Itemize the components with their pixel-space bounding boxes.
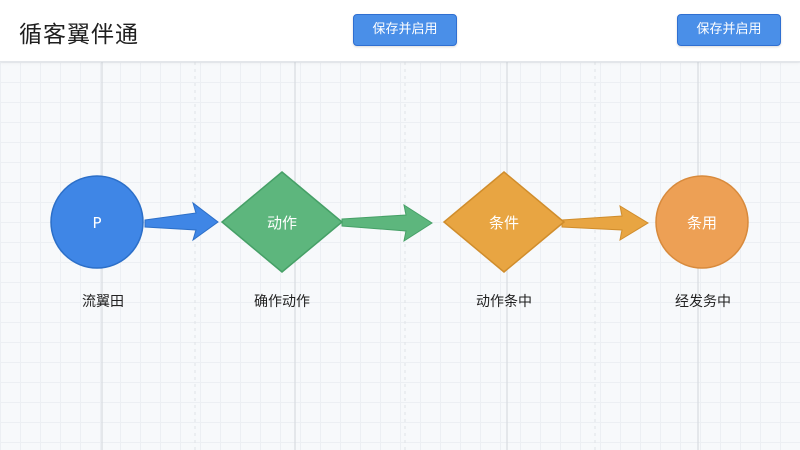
lane-guides — [101, 62, 699, 450]
top-bar: 循客翼伴通 保存并启用 保存并启用 — [0, 0, 800, 62]
action-node-label: 确作动作 — [254, 294, 310, 310]
action-node-text: 动作 — [267, 214, 297, 232]
end-node-label: 经发务中 — [675, 294, 731, 310]
condition-node-label: 动作条中 — [476, 294, 532, 310]
start-node-label: 流翼田 — [82, 294, 124, 310]
flow-canvas[interactable]: P 动作 条件 条用 流翼田 确作动作 动作条中 经发务中 — [0, 62, 800, 450]
app-title: 循客翼伴通 — [19, 22, 139, 48]
condition-node-text: 条件 — [489, 214, 519, 232]
end-node[interactable]: 条用 — [655, 175, 749, 269]
start-node[interactable]: P — [50, 175, 144, 269]
condition-node[interactable]: 条件 — [442, 171, 566, 273]
save-and-enable-button-secondary[interactable]: 保存并启用 — [677, 14, 781, 46]
arrow-2 — [341, 203, 433, 243]
flow-diagram: P 动作 条件 条用 — [50, 62, 749, 450]
action-node[interactable]: 动作 — [220, 171, 344, 273]
save-and-enable-button[interactable]: 保存并启用 — [353, 14, 457, 46]
start-node-text: P — [92, 214, 101, 232]
arrow-3 — [561, 204, 649, 242]
arrow-1 — [144, 201, 219, 242]
end-node-text: 条用 — [687, 214, 717, 232]
